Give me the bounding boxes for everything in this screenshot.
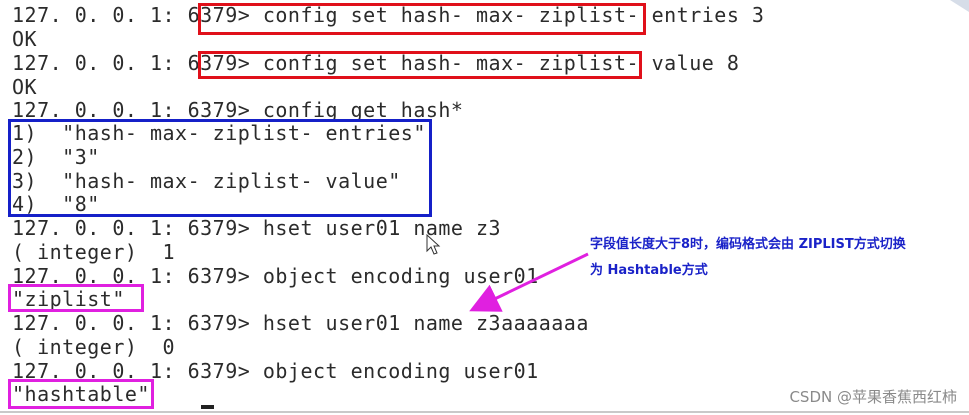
terminal-line-10: 127. 0. 0. 1: 6379> hset user01 name z3	[12, 216, 502, 240]
highlight-box-hashtable	[8, 379, 154, 409]
terminal-line-6: 1) "hash- max- ziplist- entries"	[12, 121, 426, 145]
terminal-line-8: 3) "hash- max- ziplist- value"	[12, 169, 401, 193]
bottom-divider	[0, 411, 969, 413]
terminal-line-1: 127. 0. 0. 1: 6379> config set hash- max…	[12, 3, 765, 27]
corner-badge-icon	[950, 0, 969, 12]
terminal-line-17: "hashtable"	[12, 382, 150, 406]
terminal-line-15: ( integer) 0	[12, 335, 176, 359]
mouse-pointer-icon	[426, 234, 441, 255]
annotation-line-2: 为 Hashtable方式	[590, 263, 708, 278]
highlight-box-entries	[198, 3, 646, 35]
terminal-line-7: 2) "3"	[12, 145, 100, 169]
terminal-line-14: 127. 0. 0. 1: 6379> hset user01 name z3a…	[12, 311, 589, 335]
terminal-line-11: ( integer) 1	[12, 240, 176, 264]
highlight-box-ziplist	[8, 284, 144, 312]
terminal-line-16: 127. 0. 0. 1: 6379> object encoding user…	[12, 359, 539, 383]
terminal-line-3: 127. 0. 0. 1: 6379> config set hash- max…	[12, 51, 740, 75]
terminal-line-13: "ziplist"	[12, 287, 125, 311]
highlight-box-config-result	[8, 119, 432, 217]
terminal-line-4: OK	[12, 75, 38, 99]
annotation-line-1: 字段值长度大于8时，编码格式会由 ZIPLIST方式切换	[590, 237, 906, 252]
text-cursor	[201, 405, 214, 409]
highlight-box-value	[198, 51, 642, 79]
annotation-note: 字段值长度大于8时，编码格式会由 ZIPLIST方式切换 为 Hashtable…	[590, 232, 960, 284]
terminal-line-5: 127. 0. 0. 1: 6379> config get hash*	[12, 98, 464, 122]
watermark: CSDN @苹果香蕉西红柿	[789, 388, 957, 406]
terminal-line-9: 4) "8"	[12, 192, 100, 216]
terminal-line-2: OK	[12, 27, 38, 51]
